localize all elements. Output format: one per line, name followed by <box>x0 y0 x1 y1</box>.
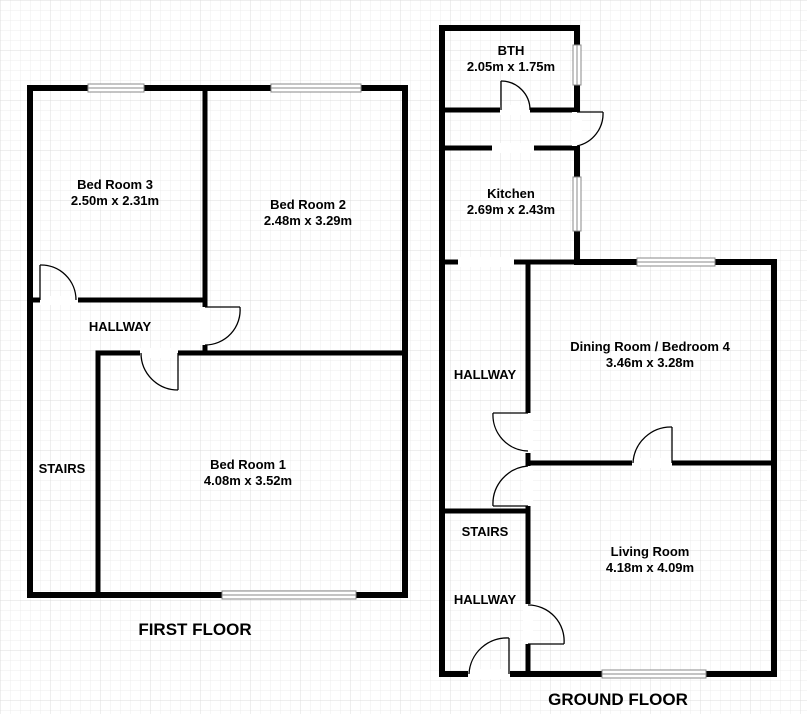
ground-stairs-label: STAIRS <box>462 524 509 539</box>
door-gap-bath <box>500 105 530 115</box>
door-gap-living <box>523 604 533 644</box>
door-living[interactable] <box>527 604 565 645</box>
door-rear[interactable] <box>576 111 604 147</box>
bed2-name: Bed Room 2 <box>270 197 346 212</box>
door-gap-bed1 <box>140 348 178 358</box>
door-gap-bed2 <box>200 307 210 345</box>
first-floor-stairs-label: STAIRS <box>39 461 86 476</box>
door-gap-bed3 <box>40 296 78 305</box>
first-floor-title: FIRST FLOOR <box>138 620 251 639</box>
living-size: 4.18m x 4.09m <box>606 560 694 575</box>
ground-floor-title: GROUND FLOOR <box>548 690 688 709</box>
bed3-name: Bed Room 3 <box>77 177 153 192</box>
door-gap-kitchen-hall <box>458 257 514 267</box>
window-bed2 <box>270 83 362 93</box>
bed2-size: 2.48m x 3.29m <box>264 213 352 228</box>
door-hall-living[interactable] <box>492 465 529 507</box>
door-bed3[interactable] <box>39 264 77 301</box>
door-bed1[interactable] <box>140 352 179 391</box>
ground-hallway-upper-label: HALLWAY <box>454 367 517 382</box>
door-bed2[interactable] <box>204 306 241 346</box>
living-name: Living Room <box>611 544 690 559</box>
kitchen-name: Kitchen <box>487 186 535 201</box>
door-gap-dining <box>523 413 533 453</box>
door-front[interactable] <box>468 637 510 675</box>
door-gap-dining-living <box>632 458 672 468</box>
door-gap-hall-living <box>523 466 533 506</box>
door-bath[interactable] <box>500 80 531 111</box>
door-gap-front <box>468 669 510 679</box>
ground-hallway-lower-label: HALLWAY <box>454 592 517 607</box>
window-dining <box>636 257 716 267</box>
window-living <box>601 669 707 679</box>
dining-name: Dining Room / Bedroom 4 <box>570 339 730 354</box>
window-bed3 <box>87 83 145 93</box>
window-bath <box>572 44 582 86</box>
window-kitchen <box>572 176 582 232</box>
bed1-name: Bed Room 1 <box>210 457 286 472</box>
window-bed1 <box>221 590 357 600</box>
kitchen-size: 2.69m x 2.43m <box>467 202 555 217</box>
door-gap-rear <box>572 112 582 146</box>
ground-floor: BTH 2.05m x 1.75m Kitchen 2.69m x 2.43m … <box>439 25 777 709</box>
door-dining-living[interactable] <box>632 426 673 464</box>
dining-size: 3.46m x 3.28m <box>606 355 694 370</box>
bath-size: 2.05m x 1.75m <box>467 59 555 74</box>
door-gap-kitchen-top <box>492 143 534 153</box>
bed3-size: 2.50m x 2.31m <box>71 193 159 208</box>
first-floor: Bed Room 3 2.50m x 2.31m Bed Room 2 2.48… <box>27 83 408 639</box>
door-dining[interactable] <box>492 412 529 452</box>
bath-name: BTH <box>498 43 525 58</box>
first-floor-hallway-label: HALLWAY <box>89 319 152 334</box>
bed1-size: 4.08m x 3.52m <box>204 473 292 488</box>
